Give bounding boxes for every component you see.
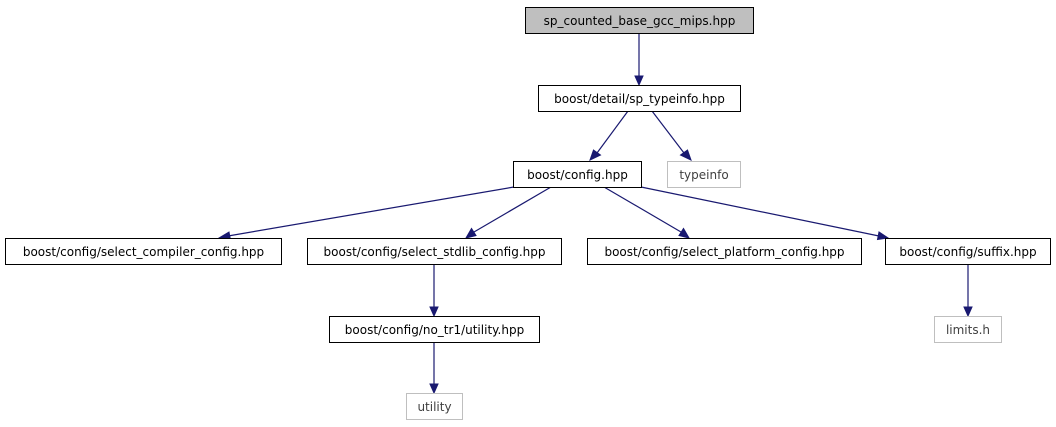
edge-select-stdlib-to-no-tr1-utility [429,264,439,318]
edge-sp-typeinfo-to-typeinfo [651,110,692,161]
node-sp-typeinfo-label: boost/detail/sp_typeinfo.hpp [554,92,725,106]
node-typeinfo-label: typeinfo [679,168,728,182]
node-typeinfo[interactable]: typeinfo [667,161,741,188]
node-no-tr1-utility-label: boost/config/no_tr1/utility.hpp [345,323,524,337]
node-root-file-label: sp_counted_base_gcc_mips.hpp [544,14,736,28]
edge-suffix-to-limits [963,264,973,318]
node-limits-h-label: limits.h [946,323,990,337]
node-config-label: boost/config.hpp [527,168,628,182]
node-suffix-label: boost/config/suffix.hpp [899,245,1036,259]
node-config[interactable]: boost/config.hpp [513,161,642,188]
node-utility[interactable]: utility [406,393,463,420]
edge-config-to-select-platform [603,186,691,239]
node-no-tr1-utility[interactable]: boost/config/no_tr1/utility.hpp [329,316,540,343]
node-select-stdlib-config-label: boost/config/select_stdlib_config.hpp [324,245,546,259]
edge-config-to-suffix [640,186,890,241]
node-limits-h[interactable]: limits.h [934,316,1002,343]
edge-root-to-sp-typeinfo [634,34,644,87]
edge-config-to-select-stdlib [464,186,552,239]
edge-sp-typeinfo-to-config [589,110,629,161]
node-select-stdlib-config[interactable]: boost/config/select_stdlib_config.hpp [307,238,562,265]
node-suffix[interactable]: boost/config/suffix.hpp [885,238,1051,265]
node-sp-typeinfo[interactable]: boost/detail/sp_typeinfo.hpp [538,85,741,112]
node-select-compiler-config-label: boost/config/select_compiler_config.hpp [23,245,264,259]
node-root-file[interactable]: sp_counted_base_gcc_mips.hpp [525,7,754,34]
node-utility-label: utility [417,400,451,414]
edge-no-tr1-utility-to-utility [429,342,439,395]
node-select-compiler-config[interactable]: boost/config/select_compiler_config.hpp [5,238,282,265]
node-select-platform-config-label: boost/config/select_platform_config.hpp [604,245,844,259]
node-select-platform-config[interactable]: boost/config/select_platform_config.hpp [587,238,862,265]
